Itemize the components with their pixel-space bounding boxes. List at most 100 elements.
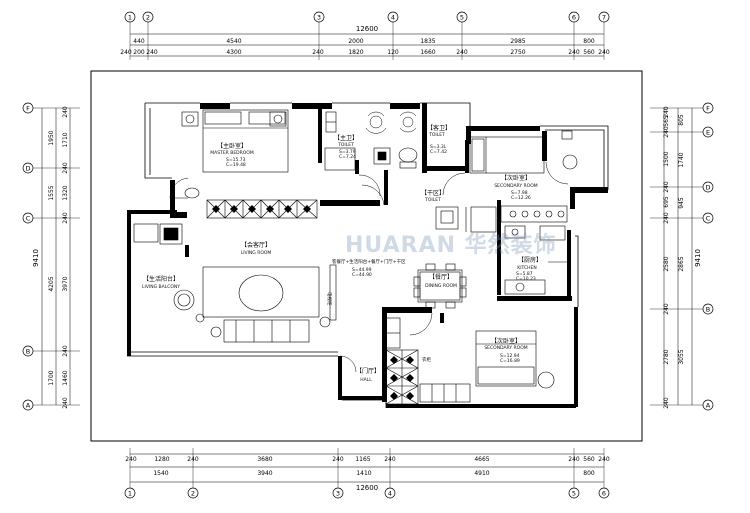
svg-text:S=7.98: S=7.98: [511, 190, 528, 196]
drawing-frame: [90, 70, 643, 442]
svg-text:1700: 1700: [48, 370, 55, 385]
svg-text:B: B: [706, 306, 710, 314]
svg-text:3970: 3970: [62, 276, 69, 291]
svg-text:【干区】: 【干区】: [421, 190, 445, 197]
svg-text:240: 240: [598, 49, 610, 56]
label-secondary1: 【次卧室】 SECONDARY ROOM S=7.98 C=12.26: [494, 174, 537, 201]
svg-text:【厨房】: 【厨房】: [518, 256, 542, 264]
svg-text:5: 5: [572, 490, 576, 498]
master-bed: [181, 109, 289, 199]
svg-text:240: 240: [62, 162, 69, 174]
svg-text:S=15.73: S=15.73: [226, 157, 246, 163]
svg-text:1410: 1410: [356, 470, 371, 477]
svg-text:1820: 1820: [348, 49, 363, 56]
svg-text:240: 240: [663, 106, 670, 118]
svg-text:1660: 1660: [420, 49, 435, 56]
dimension-lines-top: [130, 33, 604, 57]
svg-text:240: 240: [146, 49, 158, 56]
svg-text:1555: 1555: [48, 185, 55, 200]
svg-text:D: D: [25, 165, 30, 173]
axis-labels-side: F D C B A F E D C B A: [25, 105, 710, 410]
hall-diamonds: [390, 356, 414, 400]
svg-text:1950: 1950: [48, 130, 55, 145]
svg-text:240: 240: [187, 456, 199, 463]
label-kitchen: 【厨房】 KITCHEN S=5.87 C=10.23: [516, 256, 542, 282]
svg-text:S=5.87: S=5.87: [516, 271, 533, 277]
svg-text:240: 240: [663, 303, 670, 315]
svg-text:240: 240: [62, 212, 69, 224]
svg-text:2: 2: [191, 490, 195, 498]
svg-text:B: B: [26, 348, 30, 356]
svg-text:1320: 1320: [62, 185, 69, 200]
svg-text:C: C: [26, 215, 31, 223]
svg-text:3680: 3680: [257, 456, 272, 463]
hall-cabinet: [385, 317, 401, 349]
svg-text:2: 2: [146, 14, 150, 22]
axis-bubbles-top: [124, 11, 610, 23]
svg-text:TOILET: TOILET: [424, 197, 441, 203]
svg-text:S=3.79: S=3.79: [339, 149, 356, 155]
svg-text:C=10.23: C=10.23: [516, 276, 536, 282]
svg-text:240: 240: [125, 456, 137, 463]
svg-text:SECONDARY ROOM: SECONDARY ROOM: [494, 183, 537, 189]
svg-text:4665: 4665: [474, 456, 489, 463]
svg-text:DINING ROOM: DINING ROOM: [425, 283, 457, 289]
label-toilet2: 【客卫】 TOILET S=3.3L C=7.42: [427, 124, 451, 155]
svg-text:2580: 2580: [663, 256, 670, 271]
wardrobe-diamonds: [212, 205, 311, 213]
dining-table: [413, 263, 467, 309]
label-dry-area: 【干区】 TOILET: [421, 190, 445, 203]
svg-text:240: 240: [120, 49, 132, 56]
svg-text:【门厅】: 【门厅】: [356, 367, 380, 375]
master-wardrobe: [206, 199, 318, 219]
svg-text:1280: 1280: [154, 456, 169, 463]
svg-text:C: C: [706, 215, 711, 223]
svg-text:F: F: [706, 105, 710, 113]
svg-text:7: 7: [602, 14, 606, 22]
svg-text:MASTER BEDROOM: MASTER BEDROOM: [210, 150, 254, 156]
svg-text:【生活阳台】: 【生活阳台】: [143, 275, 179, 283]
svg-text:3055: 3055: [678, 349, 685, 364]
secondary1-bed: [469, 130, 578, 174]
label-master-bedroom: 【主卧室】 MASTER BEDROOM S=15.73 C=19.48: [210, 142, 254, 168]
total-width-bottom: 12600: [356, 484, 378, 492]
wall-outlines: [127, 102, 609, 408]
label-balcony: 【生活阳台】 LIVING BALCONY: [142, 275, 180, 290]
svg-text:240: 240: [312, 49, 324, 56]
svg-text:3: 3: [317, 14, 321, 22]
svg-text:560: 560: [583, 49, 595, 56]
svg-text:3: 3: [336, 490, 340, 498]
dims-right-row2: 240 565 240 1500 240 695 240 2580 240 27…: [663, 106, 670, 409]
svg-text:240: 240: [384, 456, 396, 463]
label-tv-cabinet: 电视柜: [326, 292, 333, 306]
svg-text:240: 240: [663, 397, 670, 409]
svg-text:【主卧室】: 【主卧室】: [217, 142, 247, 150]
kitchen-fixtures: [500, 205, 568, 295]
svg-text:2865: 2865: [678, 256, 685, 271]
svg-text:C=12.26: C=12.26: [511, 195, 531, 201]
svg-text:240: 240: [62, 106, 69, 118]
svg-text:695: 695: [663, 196, 670, 208]
total-width-top: 12600: [356, 25, 378, 33]
label-living-note: 客餐厅+生活阳台+餐厅+门厅+干区 S=44.99 C=44.90: [332, 258, 406, 278]
svg-text:4: 4: [391, 14, 395, 22]
dimension-lines-right: [663, 108, 693, 405]
svg-text:120: 120: [387, 49, 399, 56]
svg-text:2000: 2000: [348, 38, 363, 45]
svg-text:1540: 1540: [153, 470, 168, 477]
svg-text:805: 805: [678, 114, 685, 126]
dry-area-fixtures: [435, 206, 497, 233]
svg-text:4300: 4300: [226, 49, 241, 56]
svg-text:800: 800: [583, 38, 595, 45]
svg-text:2985: 2985: [510, 38, 525, 45]
svg-text:C=16.89: C=16.89: [500, 358, 520, 364]
svg-text:200: 200: [133, 49, 145, 56]
dimension-lines-bottom: [130, 453, 604, 483]
svg-text:4910: 4910: [474, 470, 489, 477]
label-hall: 【门厅】 HALL: [356, 367, 380, 383]
svg-text:LIVING BALCONY: LIVING BALCONY: [142, 284, 180, 290]
dims-bottom-row2: 1540 3940 1410 4910 800: [153, 470, 595, 477]
label-living-room: 【会客厅】 LIVING ROOM: [241, 241, 272, 256]
svg-text:6: 6: [572, 14, 576, 22]
